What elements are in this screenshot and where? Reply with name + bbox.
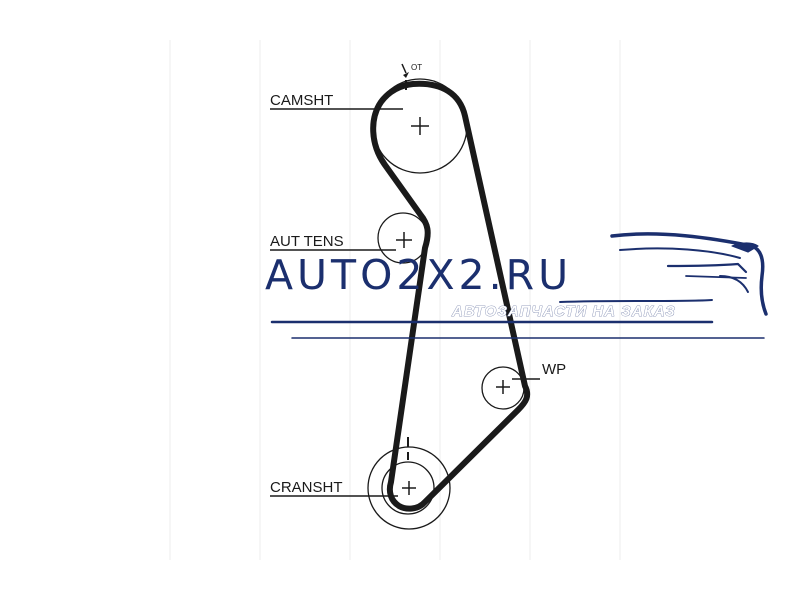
camshaft-label: CAMSHT	[270, 92, 333, 109]
tensioner-label: AUT TENS	[270, 233, 344, 250]
watermark: AUTO2X2.RU АВТОЗАПЧАСТИ НА ЗАКАЗ	[265, 232, 768, 339]
crankshaft-label: CRANSHT	[270, 479, 343, 496]
timing-mark-label: OT	[411, 63, 422, 72]
camshaft-center-mark	[411, 117, 429, 135]
tensioner-center-mark	[396, 232, 412, 248]
water-pump-center-mark	[496, 380, 510, 394]
water-pump-label: WP	[542, 361, 566, 378]
watermark-brand-text: AUTO2X2.RU	[265, 251, 572, 299]
car-silhouette-icon	[559, 232, 768, 316]
crankshaft-pulley-inner	[381, 461, 435, 515]
crankshaft-center-mark	[402, 481, 416, 495]
background-grid	[169, 40, 621, 560]
watermark-tagline-text: АВТОЗАПЧАСТИ НА ЗАКАЗ	[451, 303, 676, 320]
timing-mark-arrow-icon	[401, 63, 409, 78]
